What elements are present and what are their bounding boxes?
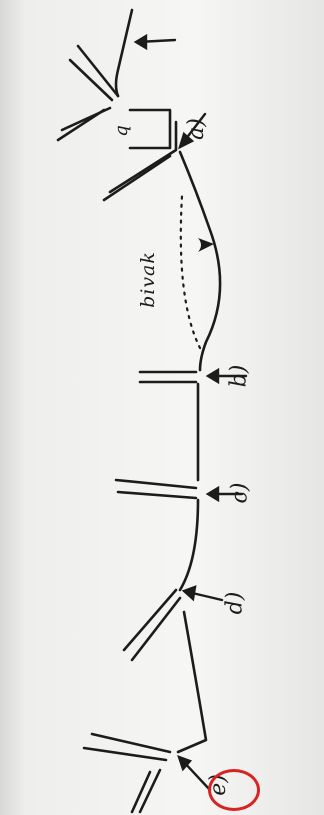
ridge-d-e: [176, 610, 208, 754]
col-d-wall-1: [122, 588, 178, 652]
q-box: [128, 108, 172, 150]
arrow-top: [133, 33, 177, 51]
col-c-wall-1: [114, 478, 198, 490]
arrow-d: [181, 585, 224, 602]
col-a-wall-2: [102, 154, 172, 202]
col-e-wall-2: [82, 746, 168, 762]
arrow-e: [177, 755, 212, 792]
arrow-b: [205, 367, 248, 385]
ridge-curve-ab: [178, 150, 222, 372]
label-col-d: d): [222, 591, 248, 615]
notch-top-wall-1: [76, 44, 120, 98]
col-e-wall-3: [138, 768, 162, 814]
bivak-dotted-line: [179, 194, 202, 350]
arrow-c: [205, 485, 244, 503]
tent-icon: [198, 238, 214, 252]
col-d-wall-2: [130, 596, 182, 662]
ridge-c-d: [178, 498, 200, 592]
label-q: q: [110, 125, 132, 137]
label-col-a: a): [183, 118, 209, 140]
col-a-wall-1: [108, 120, 178, 194]
highlight-circle: [208, 769, 260, 811]
label-col-b: b): [226, 364, 252, 388]
col-e-wall-1: [90, 732, 172, 754]
label-col-c: c): [227, 482, 253, 504]
arrow-a: [178, 112, 207, 150]
col-c-wall-2: [116, 490, 198, 500]
col-e-wall-4: [130, 770, 152, 814]
label-bivak: bivak: [136, 251, 159, 308]
notch-top-wall-2: [68, 58, 114, 102]
notch-top-wall-4: [56, 108, 106, 142]
